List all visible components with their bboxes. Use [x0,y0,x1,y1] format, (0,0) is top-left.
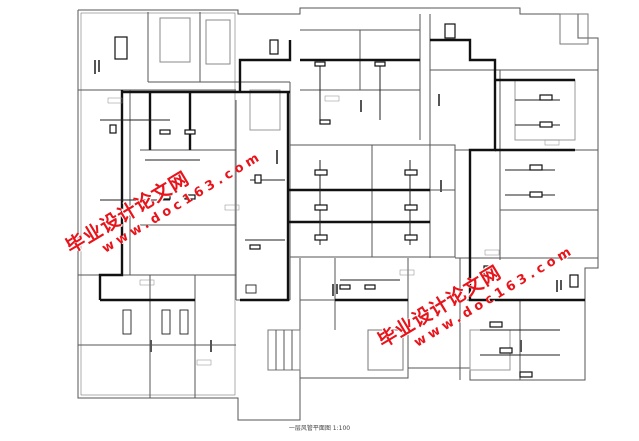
linear-diffusers [122,284,257,335]
dimension-labels [107,95,560,366]
duct-main-runs [98,38,585,302]
annotation-marks [94,60,562,352]
drawing-caption: 一层风管平面图 1:100 [288,425,351,432]
air-diffusers [109,23,579,378]
